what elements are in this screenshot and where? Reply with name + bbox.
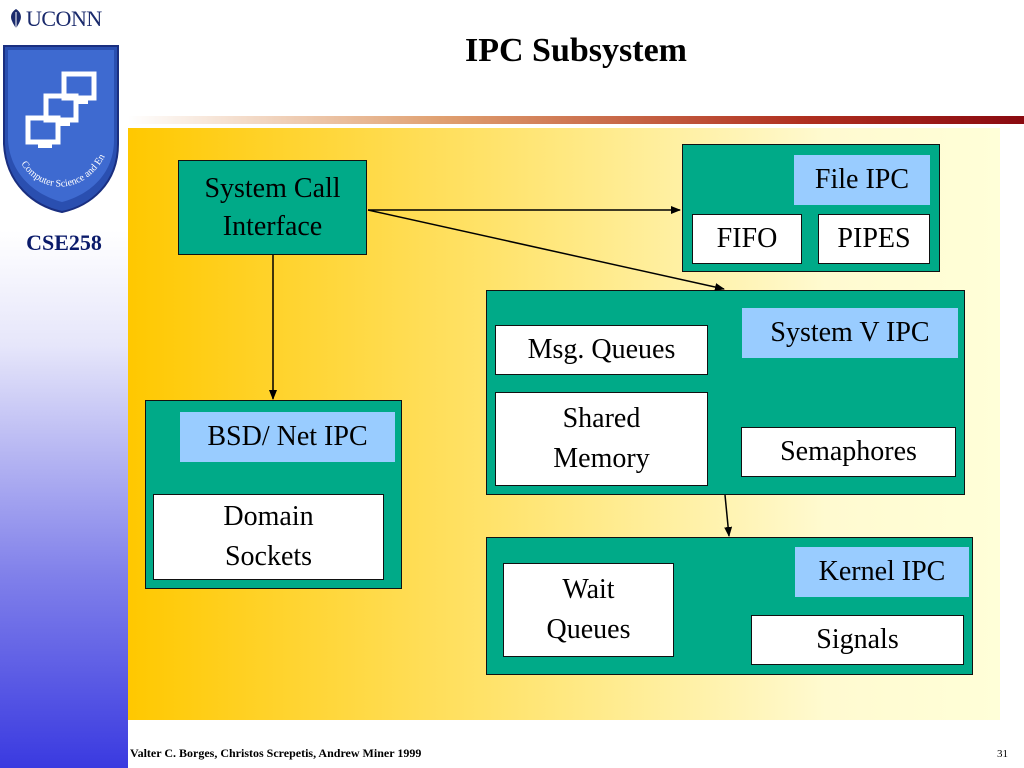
msg-queues-box: Msg. Queues [495, 325, 708, 375]
course-code: CSE258 [26, 230, 102, 255]
system-call-interface-label: System Call Interface [204, 172, 341, 242]
system-call-interface-box [178, 160, 367, 255]
uconn-wordmark: UCONN [8, 6, 102, 32]
file-ipc-label: File IPC [794, 155, 930, 205]
bsd-net-ipc-label: BSD/ Net IPC [180, 412, 395, 462]
title-rule [128, 116, 1024, 124]
semaphores-box: Semaphores [741, 427, 956, 477]
kernel-ipc-label: Kernel IPC [795, 547, 969, 597]
signals-box: Signals [751, 615, 964, 665]
cse-logo: Computer Science and Engineering [0, 36, 124, 214]
domain-sockets-box: Domain Sockets [153, 494, 384, 580]
fifo-box: FIFO [692, 214, 802, 264]
uconn-label: UCONN [26, 6, 102, 31]
slide-title: IPC Subsystem [465, 32, 687, 69]
pipes-box: PIPES [818, 214, 930, 264]
wait-queues-box: Wait Queues [503, 563, 674, 657]
oak-leaf-icon [8, 8, 24, 30]
page-number: 31 [997, 748, 1008, 760]
footer-authors: Valter C. Borges, Christos Screpetis, An… [130, 746, 422, 760]
shared-memory-box: Shared Memory [495, 392, 708, 486]
system-v-ipc-label: System V IPC [742, 308, 958, 358]
